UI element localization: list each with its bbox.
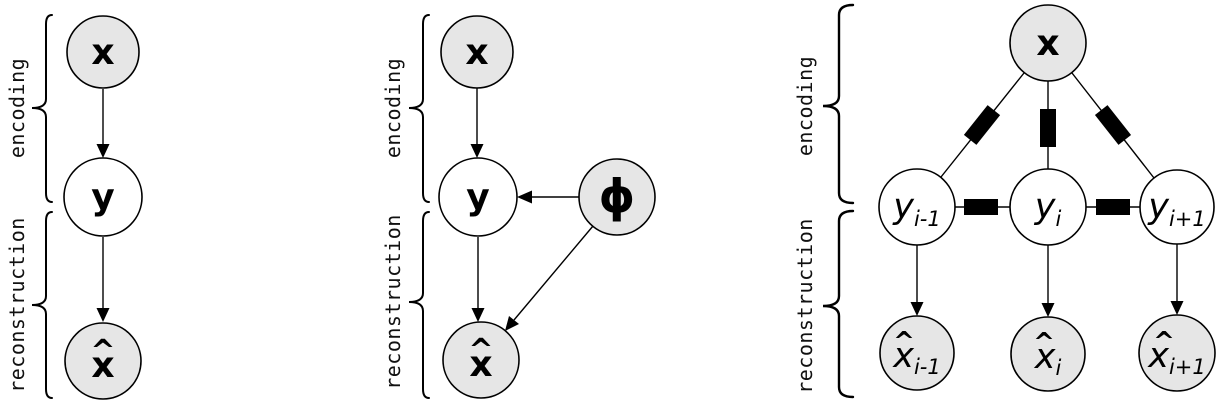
reconstruction-label: reconstruction	[381, 214, 405, 390]
node-xhat-i-label: xi	[1034, 337, 1062, 380]
edge-phi-to-xhat	[513, 225, 594, 321]
node-x	[440, 15, 514, 89]
node-y-i-label: yi	[1034, 187, 1062, 231]
node-x-label: x	[91, 32, 114, 73]
xhat-next-sub: i+1	[1169, 355, 1206, 379]
encoding-brace-right	[822, 3, 855, 205]
arrowhead-phi-to-xhat	[505, 316, 519, 331]
node-xhat-hat: ^	[468, 333, 493, 368]
y-next-base: y	[1147, 187, 1170, 227]
node-phi	[578, 158, 656, 236]
node-x	[1009, 4, 1087, 82]
node-xhat-i	[1010, 316, 1086, 392]
node-xhat-next-hat: ^	[1153, 327, 1175, 357]
encoding-label: encoding	[381, 58, 405, 158]
reconstruction-brace-middle	[408, 211, 430, 399]
factor-x-y-i	[1040, 109, 1056, 147]
y-prev-sub: i-1	[914, 207, 941, 231]
factor-x-y-next	[1094, 105, 1132, 145]
arrowhead-phi-to-y	[517, 190, 532, 204]
node-y-prev-label: yi-1	[892, 187, 941, 231]
reconstruction-label: reconstruction	[5, 217, 29, 393]
arrowhead-x-to-y	[96, 144, 110, 158]
y-i-base: y	[1034, 187, 1057, 227]
node-y-prev	[878, 168, 956, 246]
xhat-prev-sub: i-1	[914, 355, 941, 379]
diagram-autoencoder-chain: encoding reconstruction x y ^ x	[5, 14, 143, 400]
diagram-factor-graph: encoding reconstruction x yi-1 yi yi+1	[793, 3, 1216, 399]
reconstruction-label: reconstruction	[793, 218, 817, 394]
xhat-i-base: x	[1034, 337, 1056, 377]
encoding-label: encoding	[5, 58, 29, 158]
arrowhead-x-to-y	[470, 144, 484, 158]
arrowhead-y-to-xhat	[471, 308, 485, 322]
node-y	[63, 157, 143, 237]
node-xhat-prev-label: xi-1	[892, 336, 941, 379]
xhat-prev-base: x	[892, 336, 914, 376]
node-xhat-label: x	[91, 345, 114, 386]
factor-x-y-prev	[963, 105, 1001, 145]
y-i-sub: i	[1055, 207, 1061, 231]
arrowhead-y-prev-to-xhat-prev	[910, 302, 924, 316]
node-xhat-prev-hat: ^	[893, 327, 915, 357]
node-xhat	[64, 322, 142, 400]
node-y-next	[1139, 169, 1215, 245]
encoding-brace-middle	[408, 14, 430, 203]
y-prev-base: y	[892, 187, 915, 227]
arrowhead-y-i-to-xhat-i	[1041, 303, 1055, 317]
node-x	[66, 15, 140, 89]
node-xhat	[442, 321, 520, 399]
node-xhat-prev	[879, 315, 955, 391]
encoding-brace-left	[31, 14, 53, 203]
encoding-label: encoding	[793, 56, 817, 156]
factor-y-i-y-next	[1096, 199, 1130, 215]
xhat-next-base: x	[1147, 336, 1169, 376]
node-xhat-hat: ^	[90, 334, 115, 369]
node-xhat-next-label: xi+1	[1147, 336, 1206, 379]
node-y-i	[1009, 168, 1087, 246]
reconstruction-brace-right	[822, 209, 855, 399]
xhat-i-sub: i	[1055, 356, 1061, 380]
node-x-label: x	[465, 32, 488, 73]
node-xhat-label: x	[469, 344, 492, 385]
reconstruction-brace-left	[31, 211, 53, 399]
node-y-label: y	[91, 177, 114, 218]
arrowhead-y-to-xhat	[96, 308, 110, 322]
y-next-sub: i+1	[1169, 207, 1206, 231]
node-xhat-next	[1138, 314, 1216, 392]
node-xhat-i-hat: ^	[1033, 328, 1055, 358]
node-y-next-label: yi+1	[1147, 187, 1206, 231]
arrowhead-y-next-to-xhat-next	[1170, 301, 1184, 315]
node-phi-label: ϕ	[599, 169, 636, 223]
diagram-autoencoder-with-phi: encoding reconstruction x y ϕ ^ x	[381, 14, 656, 399]
factor-y-prev-y-i	[964, 199, 998, 215]
node-x-label: x	[1036, 23, 1059, 64]
node-y-label: y	[466, 177, 489, 218]
node-y	[438, 157, 518, 237]
